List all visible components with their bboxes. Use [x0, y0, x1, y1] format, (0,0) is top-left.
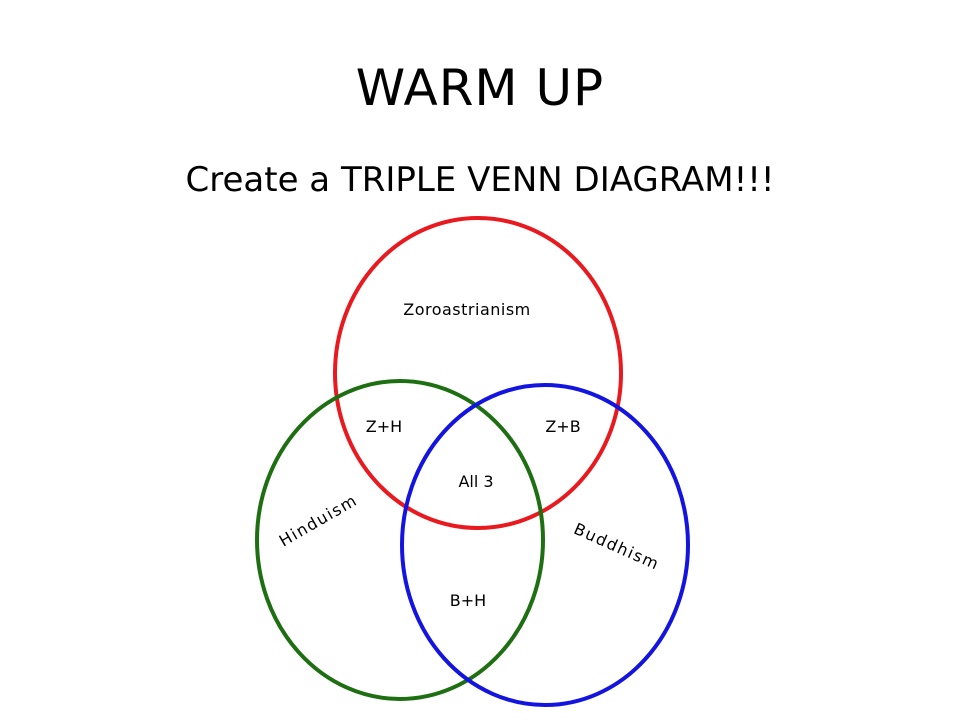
zoroastrianism-circle [333, 216, 623, 530]
b-h-region-label: B+H [450, 591, 486, 610]
all-three-region-label: All 3 [458, 472, 493, 491]
z-b-region-label: Z+B [545, 417, 580, 436]
zoroastrianism-label: Zoroastrianism [403, 300, 531, 319]
buddhism-label: Buddhism [571, 519, 663, 574]
hinduism-circle [255, 379, 545, 701]
hinduism-label: Hinduism [276, 490, 361, 550]
slide-subtitle: Create a TRIPLE VENN DIAGRAM!!! [185, 160, 775, 200]
buddhism-circle [400, 383, 690, 707]
z-h-region-label: Z+H [366, 417, 402, 436]
slide-title: WARM UP [355, 59, 605, 117]
